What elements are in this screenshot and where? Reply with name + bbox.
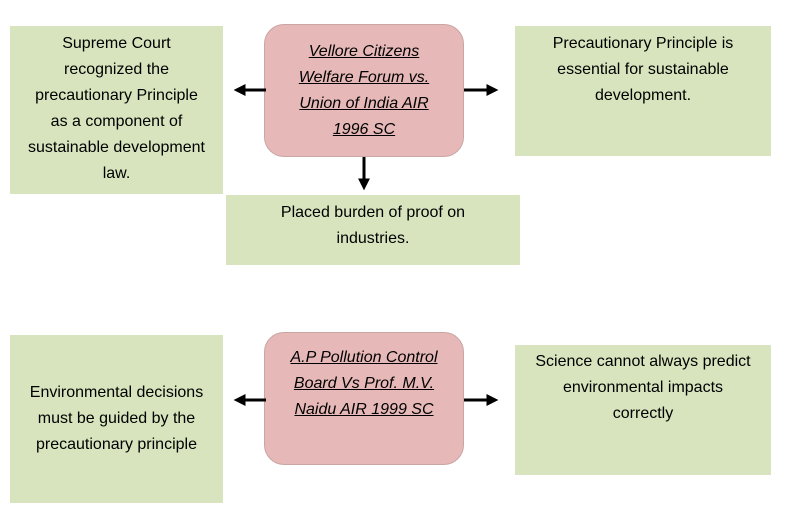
- case2-left-text: Environmental decisions must be guided b…: [29, 384, 204, 453]
- case1-bottom-box: Placed burden of proof on industries.: [226, 195, 520, 265]
- case1-right-box: Precautionary Principle is essential for…: [515, 26, 771, 156]
- case2-title-text: A.P Pollution Control Board Vs Prof. M.V…: [290, 349, 438, 418]
- case2-right-box: Science cannot always predict environmen…: [515, 345, 771, 475]
- case1-title-box: Vellore Citizens Welfare Forum vs. Union…: [264, 24, 464, 157]
- case1-left-box: Supreme Court recognized the precautiona…: [10, 26, 223, 194]
- case1-left-text: Supreme Court recognized the precautiona…: [27, 35, 205, 182]
- case2-title-box: A.P Pollution Control Board Vs Prof. M.V…: [264, 332, 464, 465]
- case1-right-text: Precautionary Principle is essential for…: [552, 35, 734, 104]
- case1-bottom-text: Placed burden of proof on industries.: [280, 204, 466, 247]
- case1-title-text: Vellore Citizens Welfare Forum vs. Union…: [298, 42, 430, 138]
- case2-left-box: Environmental decisions must be guided b…: [10, 335, 223, 503]
- case2-right-text: Science cannot always predict environmen…: [535, 353, 751, 422]
